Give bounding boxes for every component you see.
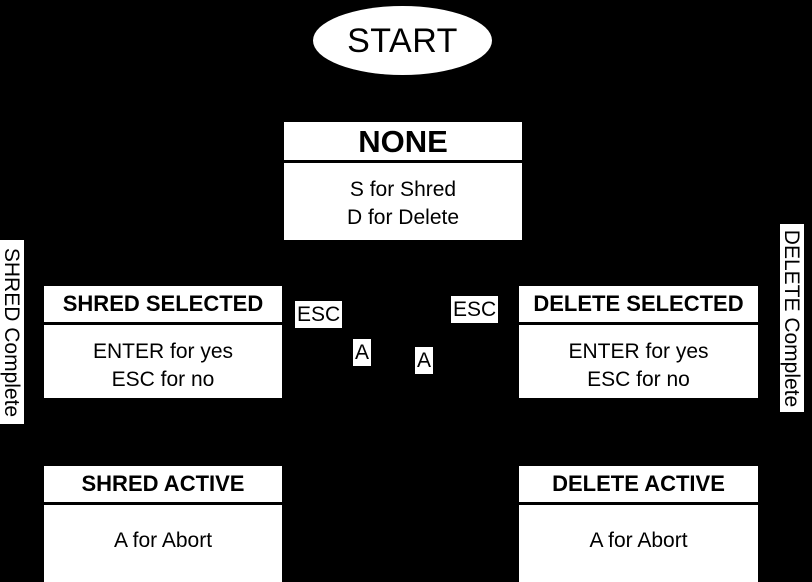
state-title-bar: DELETE SELECTED [519,286,758,325]
edge-label-esc-shred: ESC [295,301,343,328]
state-body-line: ENTER for yes [92,340,234,363]
edge-label-a-delete: A [415,347,434,374]
state-body-line: ESC for no [587,368,690,391]
state-title-shred-selected: SHRED SELECTED [62,291,264,316]
state-node-shred-active[interactable]: SHRED ACTIVE A for Abort [44,466,282,582]
state-title-delete-selected: DELETE SELECTED [533,291,744,316]
edge-label-delete-complete: DELETE Complete [780,224,804,412]
state-body-line: A for Abort [589,529,688,552]
state-title-none: NONE [358,123,448,159]
state-body-line: ENTER for yes [568,340,709,363]
state-node-none[interactable]: NONE S for Shred D for Delete [284,122,522,240]
state-node-shred-selected[interactable]: SHRED SELECTED ENTER for yes ESC for no [44,286,282,398]
state-body-line: ESC for no [111,368,215,391]
state-title-shred-active: SHRED ACTIVE [81,471,245,496]
start-node[interactable]: START [313,6,492,75]
state-title-bar: NONE [284,122,522,163]
state-body-shred-active: A for Abort [44,505,282,582]
edge-label-shred-complete: SHRED Complete [0,240,24,424]
state-title-delete-active: DELETE ACTIVE [552,471,725,496]
state-node-delete-selected[interactable]: DELETE SELECTED ENTER for yes ESC for no [519,286,758,398]
state-title-bar: SHRED ACTIVE [44,466,282,505]
state-body-delete-active: A for Abort [519,505,758,582]
state-title-bar: SHRED SELECTED [44,286,282,325]
edge-label-esc-delete: ESC [451,296,499,323]
edge-label-shred-complete-text: SHRED Complete [0,247,24,417]
state-title-bar: DELETE ACTIVE [519,466,758,505]
edge-label-delete-complete-text: DELETE Complete [780,229,804,407]
start-node-label: START [347,21,458,60]
state-body-delete-selected: ENTER for yes ESC for no [519,325,758,398]
state-body-line: S for Shred [349,178,457,201]
state-body-none: S for Shred D for Delete [284,163,522,240]
state-node-delete-active[interactable]: DELETE ACTIVE A for Abort [519,466,758,582]
state-body-line: D for Delete [346,206,460,229]
edge-label-a-shred: A [353,339,372,366]
state-body-line: A for Abort [113,529,213,552]
state-body-shred-selected: ENTER for yes ESC for no [44,325,282,398]
